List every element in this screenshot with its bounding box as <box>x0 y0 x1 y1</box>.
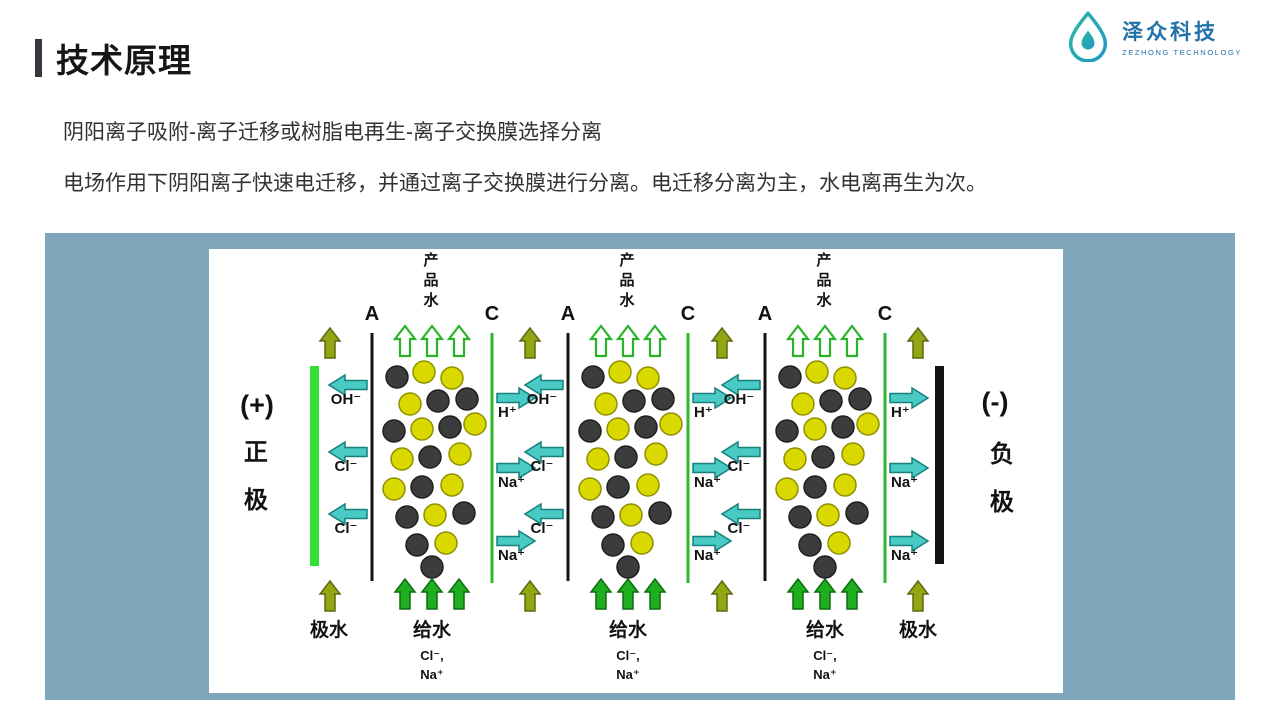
product-water-label: 产品水 <box>421 252 439 312</box>
cation-membrane-label: C <box>680 303 696 325</box>
ion-label-cl: Cl⁻ <box>334 520 358 537</box>
cathode-bar <box>935 366 944 564</box>
ion-label-h: H⁺ <box>498 404 517 421</box>
feed-water-label: 给水 <box>608 620 647 641</box>
ion-label-cl: Cl⁻ <box>530 458 554 475</box>
anion-membrane-label: A <box>364 303 380 325</box>
ion-label-na: Na⁺ <box>694 547 722 564</box>
feed-water-label: 给水 <box>412 620 451 641</box>
diagram-graphics <box>310 249 944 612</box>
ion-label-na: Na⁺ <box>891 474 919 491</box>
slide-header: 技术原理 <box>35 34 192 82</box>
ion-label-oh: OH⁻ <box>526 391 558 408</box>
ion-label-cl: Cl⁻ <box>530 520 554 537</box>
logo-company-name: 泽众科技 <box>1122 20 1219 44</box>
feed-ion-cl: Cl⁻, <box>616 648 640 663</box>
diagram-panel: (+) 正极 (-) 负极 极水 极水 A C 产品水 OH⁻ Cl⁻ Cl⁻ … <box>45 233 1235 700</box>
anion-membrane-label: A <box>560 303 576 325</box>
page-title: 技术原理 <box>56 42 192 79</box>
product-water-label: 产品水 <box>814 252 832 312</box>
cell-2-labels: A C 产品水 OH⁻ Cl⁻ Cl⁻ H⁺ Na⁺ Na⁺ 给水 Cl⁻, N… <box>518 249 738 693</box>
product-water-label: 产品水 <box>617 252 635 312</box>
ion-label-oh: OH⁻ <box>330 391 362 408</box>
anode-sign: (+) <box>240 390 274 420</box>
ion-label-h: H⁺ <box>694 404 713 421</box>
feed-ion-na: Na⁺ <box>616 667 640 682</box>
feed-ion-cl: Cl⁻, <box>420 648 444 663</box>
ion-label-na: Na⁺ <box>498 474 526 491</box>
electrode-water-label-left: 极水 <box>309 620 348 641</box>
feed-ion-na: Na⁺ <box>813 667 837 682</box>
anion-membrane-label: A <box>757 303 773 325</box>
description-line: 电场作用下阴阳离子快速电迁移，并通过离子交换膜进行分离。电迁移分离为主，水电离再… <box>63 172 987 195</box>
ion-label-cl: Cl⁻ <box>727 520 751 537</box>
summary-line: 阴阳离子吸附-离子迁移或树脂电再生-离子交换膜选择分离 <box>63 121 602 144</box>
ion-label-na: Na⁺ <box>891 547 919 564</box>
logo-text: 泽众科技 ZEZHONG TECHNOLOGY <box>1122 16 1242 57</box>
logo-company-subtitle: ZEZHONG TECHNOLOGY <box>1122 47 1242 57</box>
anode-label: 正极 <box>239 439 267 535</box>
cation-membrane-label: C <box>877 303 893 325</box>
feed-water-label: 给水 <box>805 620 844 641</box>
electrodialysis-diagram: (+) 正极 (-) 负极 极水 极水 A C 产品水 OH⁻ Cl⁻ Cl⁻ … <box>209 249 1063 693</box>
feed-ion-na: Na⁺ <box>420 667 444 682</box>
title-accent-bar <box>35 39 42 77</box>
feed-ion-cl: Cl⁻, <box>813 648 837 663</box>
ion-label-na: Na⁺ <box>694 474 722 491</box>
company-logo: 泽众科技 ZEZHONG TECHNOLOGY <box>1062 10 1242 62</box>
ion-label-h: H⁺ <box>891 404 910 421</box>
cathode-sign: (-) <box>981 387 1009 417</box>
ion-label-cl: Cl⁻ <box>727 458 751 475</box>
ion-label-cl: Cl⁻ <box>334 458 358 475</box>
cell-1-labels: A C 产品水 OH⁻ Cl⁻ Cl⁻ H⁺ Na⁺ Na⁺ 给水 Cl⁻, N… <box>322 249 542 693</box>
cell-3-labels: A C 产品水 OH⁻ Cl⁻ Cl⁻ H⁺ Na⁺ Na⁺ 给水 Cl⁻, N… <box>715 249 935 693</box>
electrode-water-label-right: 极水 <box>898 620 937 641</box>
ion-label-na: Na⁺ <box>498 547 526 564</box>
water-drop-logo-icon <box>1069 11 1108 62</box>
cathode-label: 负极 <box>985 441 1013 537</box>
anode-bar <box>310 366 319 566</box>
ion-label-oh: OH⁻ <box>723 391 755 408</box>
cation-membrane-label: C <box>484 303 500 325</box>
